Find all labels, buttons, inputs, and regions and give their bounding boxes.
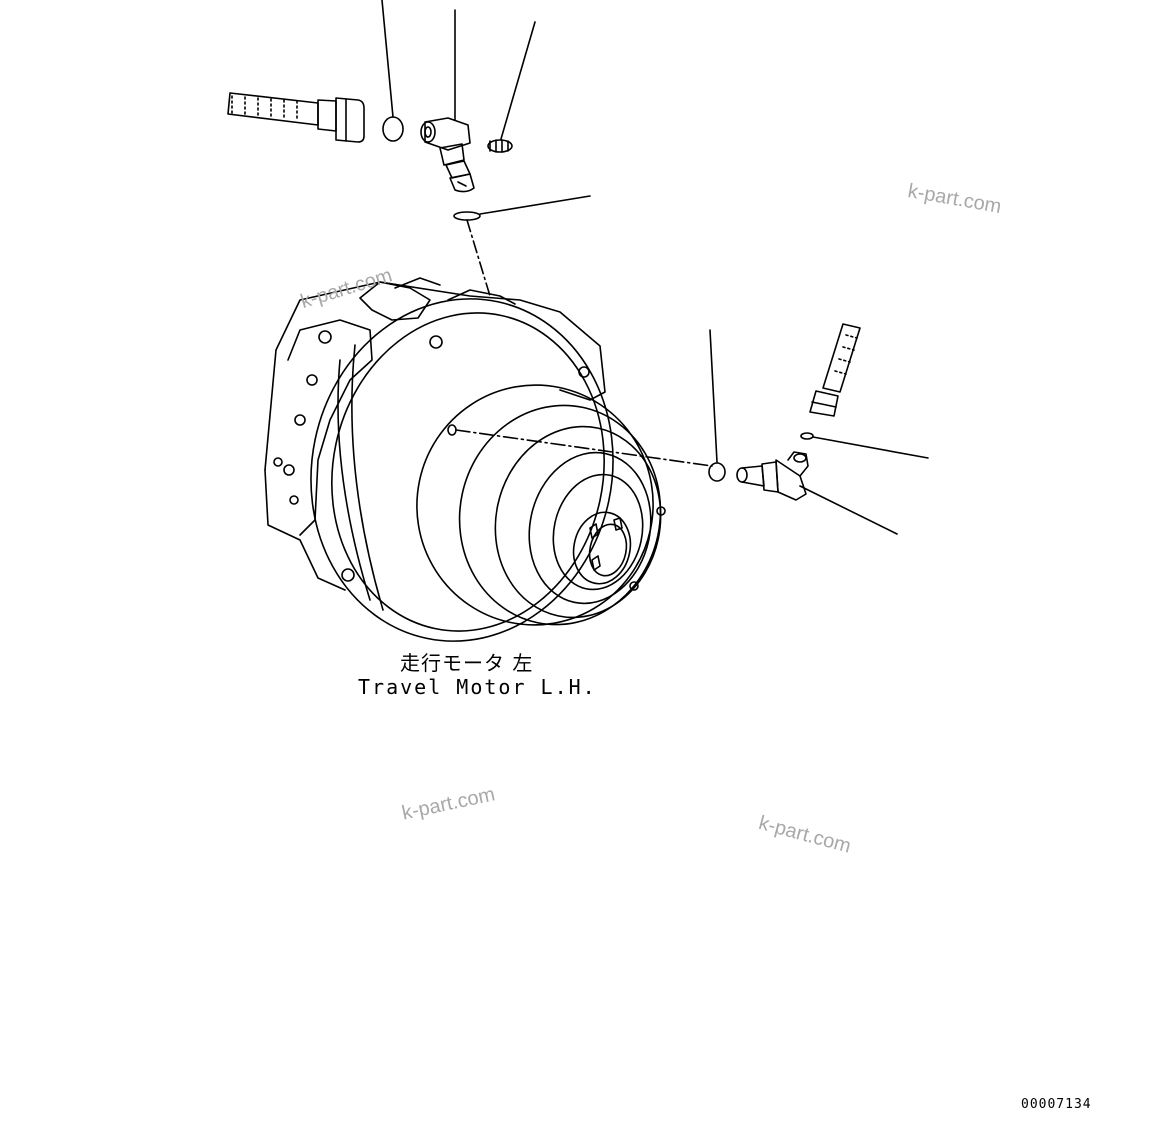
o-ring-top	[382, 116, 404, 142]
motor-label-jp: 走行モータ 左	[400, 651, 534, 675]
leader-line	[455, 429, 713, 467]
o-ring-right	[708, 462, 726, 482]
leader-line	[812, 436, 929, 459]
leader-line	[466, 219, 491, 297]
elbow-fitting-right	[736, 451, 809, 501]
hose-right	[809, 323, 861, 417]
o-ring-middle	[453, 211, 481, 221]
o-ring-right-small	[800, 432, 814, 440]
elbow-fitting-top	[420, 117, 475, 193]
leader-line	[381, 0, 394, 118]
travel-motor-body	[264, 277, 666, 642]
plug-top	[487, 139, 513, 153]
port-hole	[447, 424, 457, 436]
reference-number: 00007134	[1021, 1097, 1092, 1112]
motor-label-en: Travel Motor L.H.	[358, 675, 597, 699]
hose-top	[227, 92, 365, 143]
leader-line	[709, 329, 718, 463]
leader-line	[479, 195, 591, 215]
leader-line	[500, 21, 536, 140]
leader-line	[799, 485, 898, 535]
